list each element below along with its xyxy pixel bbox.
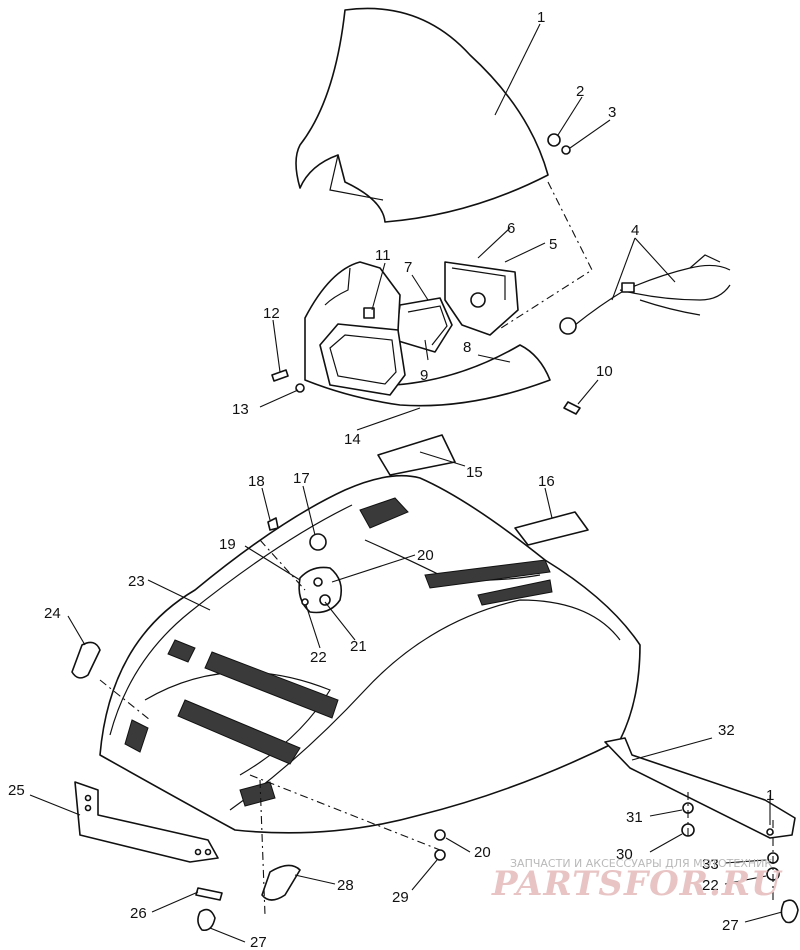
- callout-labels: 1 2 3 4 5 6 7 8 9 10 11 12 13 14 15 16 1…: [8, 9, 774, 950]
- callout-label: 12: [263, 305, 280, 322]
- headlight-lamp: [394, 297, 453, 353]
- bracket-right: [604, 737, 796, 839]
- callout-label: 5: [549, 236, 557, 253]
- hood-latch: [267, 517, 343, 614]
- headlight-housing: [444, 261, 519, 336]
- callout-label: 26: [130, 905, 147, 922]
- callout-label: 2: [576, 83, 584, 100]
- callout-label: 6: [507, 220, 515, 237]
- callout-label: 4: [631, 222, 639, 239]
- callout-label: 24: [44, 605, 61, 622]
- callout-label: 1: [537, 9, 545, 26]
- callout-label: 3: [608, 104, 616, 121]
- callout-label: 27: [250, 934, 267, 950]
- watermark-logo-text: PARTSFOR.RU: [491, 864, 783, 904]
- callout-label: 30: [616, 846, 633, 863]
- callout-label: 28: [337, 877, 354, 894]
- callout-label: 9: [420, 367, 428, 384]
- callout-label: 8: [463, 339, 471, 356]
- callout-label: 27: [722, 917, 739, 934]
- callout-label: 18: [248, 473, 265, 490]
- callout-label: 33: [702, 856, 719, 873]
- callout-label: 32: [718, 722, 735, 739]
- grab-grip-bottom: [261, 864, 301, 901]
- callout-label: 14: [344, 431, 361, 448]
- callout-label: 11: [375, 247, 391, 264]
- callout-label: 23: [128, 573, 145, 590]
- wiring-harness: [559, 254, 731, 335]
- callout-label: 25: [8, 782, 25, 799]
- callout-label: 29: [392, 889, 409, 906]
- callout-label: 31: [626, 809, 643, 826]
- assembly-lines: [99, 181, 774, 916]
- windshield-nut: [547, 133, 571, 155]
- callout-label: 22: [310, 649, 327, 666]
- callout-label: 15: [466, 464, 483, 481]
- headlight-bezel: [319, 323, 406, 396]
- grab-grip-left: [71, 641, 101, 679]
- bracket-left: [74, 781, 219, 863]
- watermark-caption: ЗАПЧАСТИ И АКСЕССУАРЫ ДЛЯ МОТОТЕХНИК: [510, 857, 772, 870]
- callout-label: 16: [538, 473, 555, 490]
- callout-label: 21: [350, 638, 367, 655]
- callout-label: 1: [766, 787, 774, 804]
- fasteners-left: [195, 887, 223, 932]
- callout-label: 20: [417, 547, 434, 564]
- callout-label: 13: [232, 401, 249, 418]
- callout-label: 7: [404, 259, 412, 276]
- hood: [99, 474, 641, 834]
- callout-label: 20: [474, 844, 491, 861]
- leader-lines: [29, 23, 783, 943]
- fasteners-center: [434, 829, 446, 861]
- callout-label: 17: [293, 470, 310, 487]
- callout-label: 19: [219, 536, 236, 553]
- callout-label: 22: [702, 877, 719, 894]
- callout-label: 10: [596, 363, 613, 380]
- windshield: [295, 7, 549, 223]
- watermark: ЗАПЧАСТИ И АКСЕССУАРЫ ДЛЯ МОТОТЕХНИК PAR…: [491, 857, 783, 904]
- decals: [377, 434, 589, 546]
